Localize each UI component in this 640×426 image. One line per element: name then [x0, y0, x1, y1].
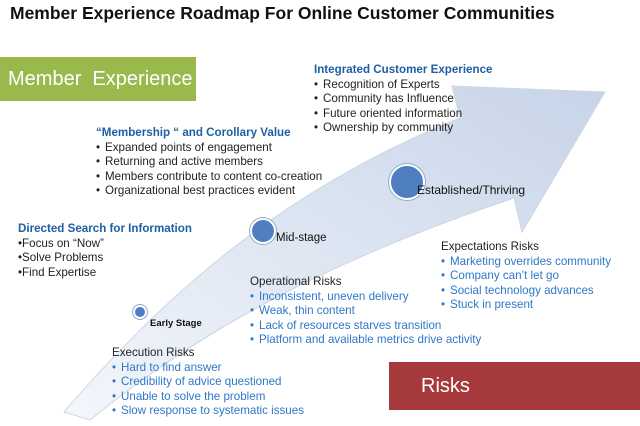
integrated-experience-heading: Integrated Customer Experience	[314, 63, 493, 76]
list-item: •Social technology advances	[441, 283, 594, 297]
stage-mid-label: Mid-stage	[276, 232, 327, 244]
list-item: •Weak, thin content	[250, 304, 355, 318]
list-item: •Returning and active members	[96, 155, 263, 169]
list-item: •Find Expertise	[18, 265, 97, 279]
list-item: •Organizational best practices evident	[96, 184, 296, 198]
membership-value-block: “Membership “ and Corollary Value •Expan…	[96, 126, 322, 199]
list-item: •Lack of resources starves transition	[250, 318, 442, 332]
execution-risks-block: Execution Risks •Hard to find answer •Cr…	[112, 346, 304, 419]
list-item: •Focus on “Now”	[18, 236, 104, 250]
list-item: •Stuck in present	[441, 298, 534, 312]
page-title: Member Experience Roadmap For Online Cus…	[10, 3, 555, 23]
expectations-risks-heading: Expectations Risks	[441, 240, 539, 253]
stage-established-dot	[389, 164, 425, 200]
list-item: •Future oriented information	[314, 106, 463, 120]
stage-early-dot	[133, 305, 147, 319]
list-item: •Company can’t let go	[441, 269, 559, 283]
list-item: •Unable to solve the problem	[112, 389, 266, 403]
integrated-experience-block: Integrated Customer Experience •Recognit…	[314, 63, 492, 136]
membership-value-heading: “Membership “ and Corollary Value	[96, 126, 291, 139]
list-item: •Expanded points of engagement	[96, 140, 272, 154]
list-item: •Solve Problems	[18, 251, 104, 265]
stage-established-label: Established/Thriving	[417, 183, 526, 197]
stage-early-label: Early Stage	[150, 318, 202, 329]
list-item: •Members contribute to content co-creati…	[96, 169, 323, 183]
list-item: •Community has Influence	[314, 92, 454, 106]
execution-risks-heading: Execution Risks	[112, 346, 195, 359]
operational-risks-block: Operational Risks •Inconsistent, uneven …	[250, 275, 481, 348]
list-item: •Hard to find answer	[112, 360, 222, 374]
stage-mid-dot	[250, 218, 276, 244]
member-experience-banner: Member Experience	[0, 57, 196, 101]
risks-banner: Risks	[389, 362, 640, 410]
list-item: •Inconsistent, uneven delivery	[250, 289, 409, 303]
list-item: •Credibility of advice questioned	[112, 375, 282, 389]
expectations-risks-block: Expectations Risks •Marketing overrides …	[441, 240, 611, 313]
list-item: •Slow response to systematic issues	[112, 404, 304, 418]
operational-risks-heading: Operational Risks	[250, 275, 342, 288]
directed-search-block: Directed Search for Information •Focus o…	[18, 222, 192, 280]
list-item: •Marketing overrides community	[441, 254, 612, 268]
directed-search-heading: Directed Search for Information	[18, 222, 192, 235]
list-item: •Ownership by community	[314, 121, 454, 135]
list-item: •Recognition of Experts	[314, 77, 440, 91]
list-item: •Platform and available metrics drive ac…	[250, 333, 482, 347]
